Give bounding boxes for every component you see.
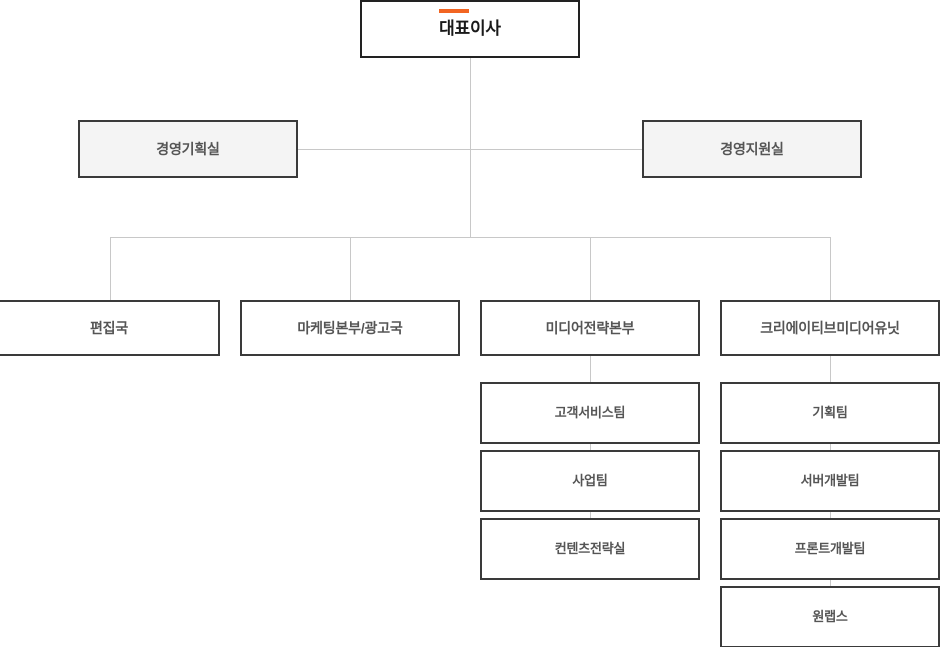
node-team-customer-service-label: 고객서비스팀 <box>554 405 626 421</box>
connector-drop-division-1 <box>110 237 111 301</box>
node-team-server-development[interactable]: 서버개발팀 <box>720 450 940 512</box>
node-staff-management-planning[interactable]: 경영기획실 <box>78 120 298 178</box>
connector-team-c4-1 <box>830 356 831 382</box>
connector-staff-horizontal <box>297 149 643 150</box>
node-team-business[interactable]: 사업팀 <box>480 450 700 512</box>
connector-division-bar <box>110 237 831 238</box>
node-staff-management-support-label: 경영지원실 <box>720 140 784 157</box>
node-team-one-labs-label: 원랩스 <box>812 609 848 625</box>
node-team-customer-service[interactable]: 고객서비스팀 <box>480 382 700 444</box>
node-team-frontend-development-label: 프론트개발팀 <box>794 541 866 557</box>
node-team-planning[interactable]: 기획팀 <box>720 382 940 444</box>
node-ceo-label: 대표이사 <box>439 8 501 39</box>
node-division-marketing-advertising[interactable]: 마케팅본부/광고국 <box>240 300 460 356</box>
node-team-frontend-development[interactable]: 프론트개발팀 <box>720 518 940 580</box>
node-team-one-labs[interactable]: 원랩스 <box>720 586 940 647</box>
connector-root-spine <box>470 58 471 238</box>
node-team-content-strategy-label: 컨텐츠전략실 <box>554 541 626 557</box>
node-division-media-strategy[interactable]: 미디어전략본부 <box>480 300 700 356</box>
node-team-content-strategy[interactable]: 컨텐츠전략실 <box>480 518 700 580</box>
connector-drop-division-2 <box>350 237 351 301</box>
node-division-marketing-advertising-label: 마케팅본부/광고국 <box>297 319 403 336</box>
accent-bar <box>439 8 470 13</box>
node-team-business-label: 사업팀 <box>572 473 608 489</box>
node-division-creative-media-unit[interactable]: 크리에이티브미디어유닛 <box>720 300 940 356</box>
node-ceo[interactable]: 대표이사 <box>360 0 580 58</box>
node-division-media-strategy-label: 미디어전략본부 <box>545 319 635 336</box>
node-team-planning-label: 기획팀 <box>812 405 848 421</box>
connector-drop-division-4 <box>830 237 831 301</box>
connector-drop-division-3 <box>590 237 591 301</box>
node-staff-management-support[interactable]: 경영지원실 <box>642 120 862 178</box>
node-division-editorial-label: 편집국 <box>89 319 129 336</box>
connector-team-c3-1 <box>590 356 591 382</box>
node-division-editorial[interactable]: 편집국 <box>0 300 220 356</box>
node-team-server-development-label: 서버개발팀 <box>800 473 860 489</box>
node-division-creative-media-unit-label: 크리에이티브미디어유닛 <box>760 319 900 336</box>
node-staff-management-planning-label: 경영기획실 <box>156 140 220 157</box>
